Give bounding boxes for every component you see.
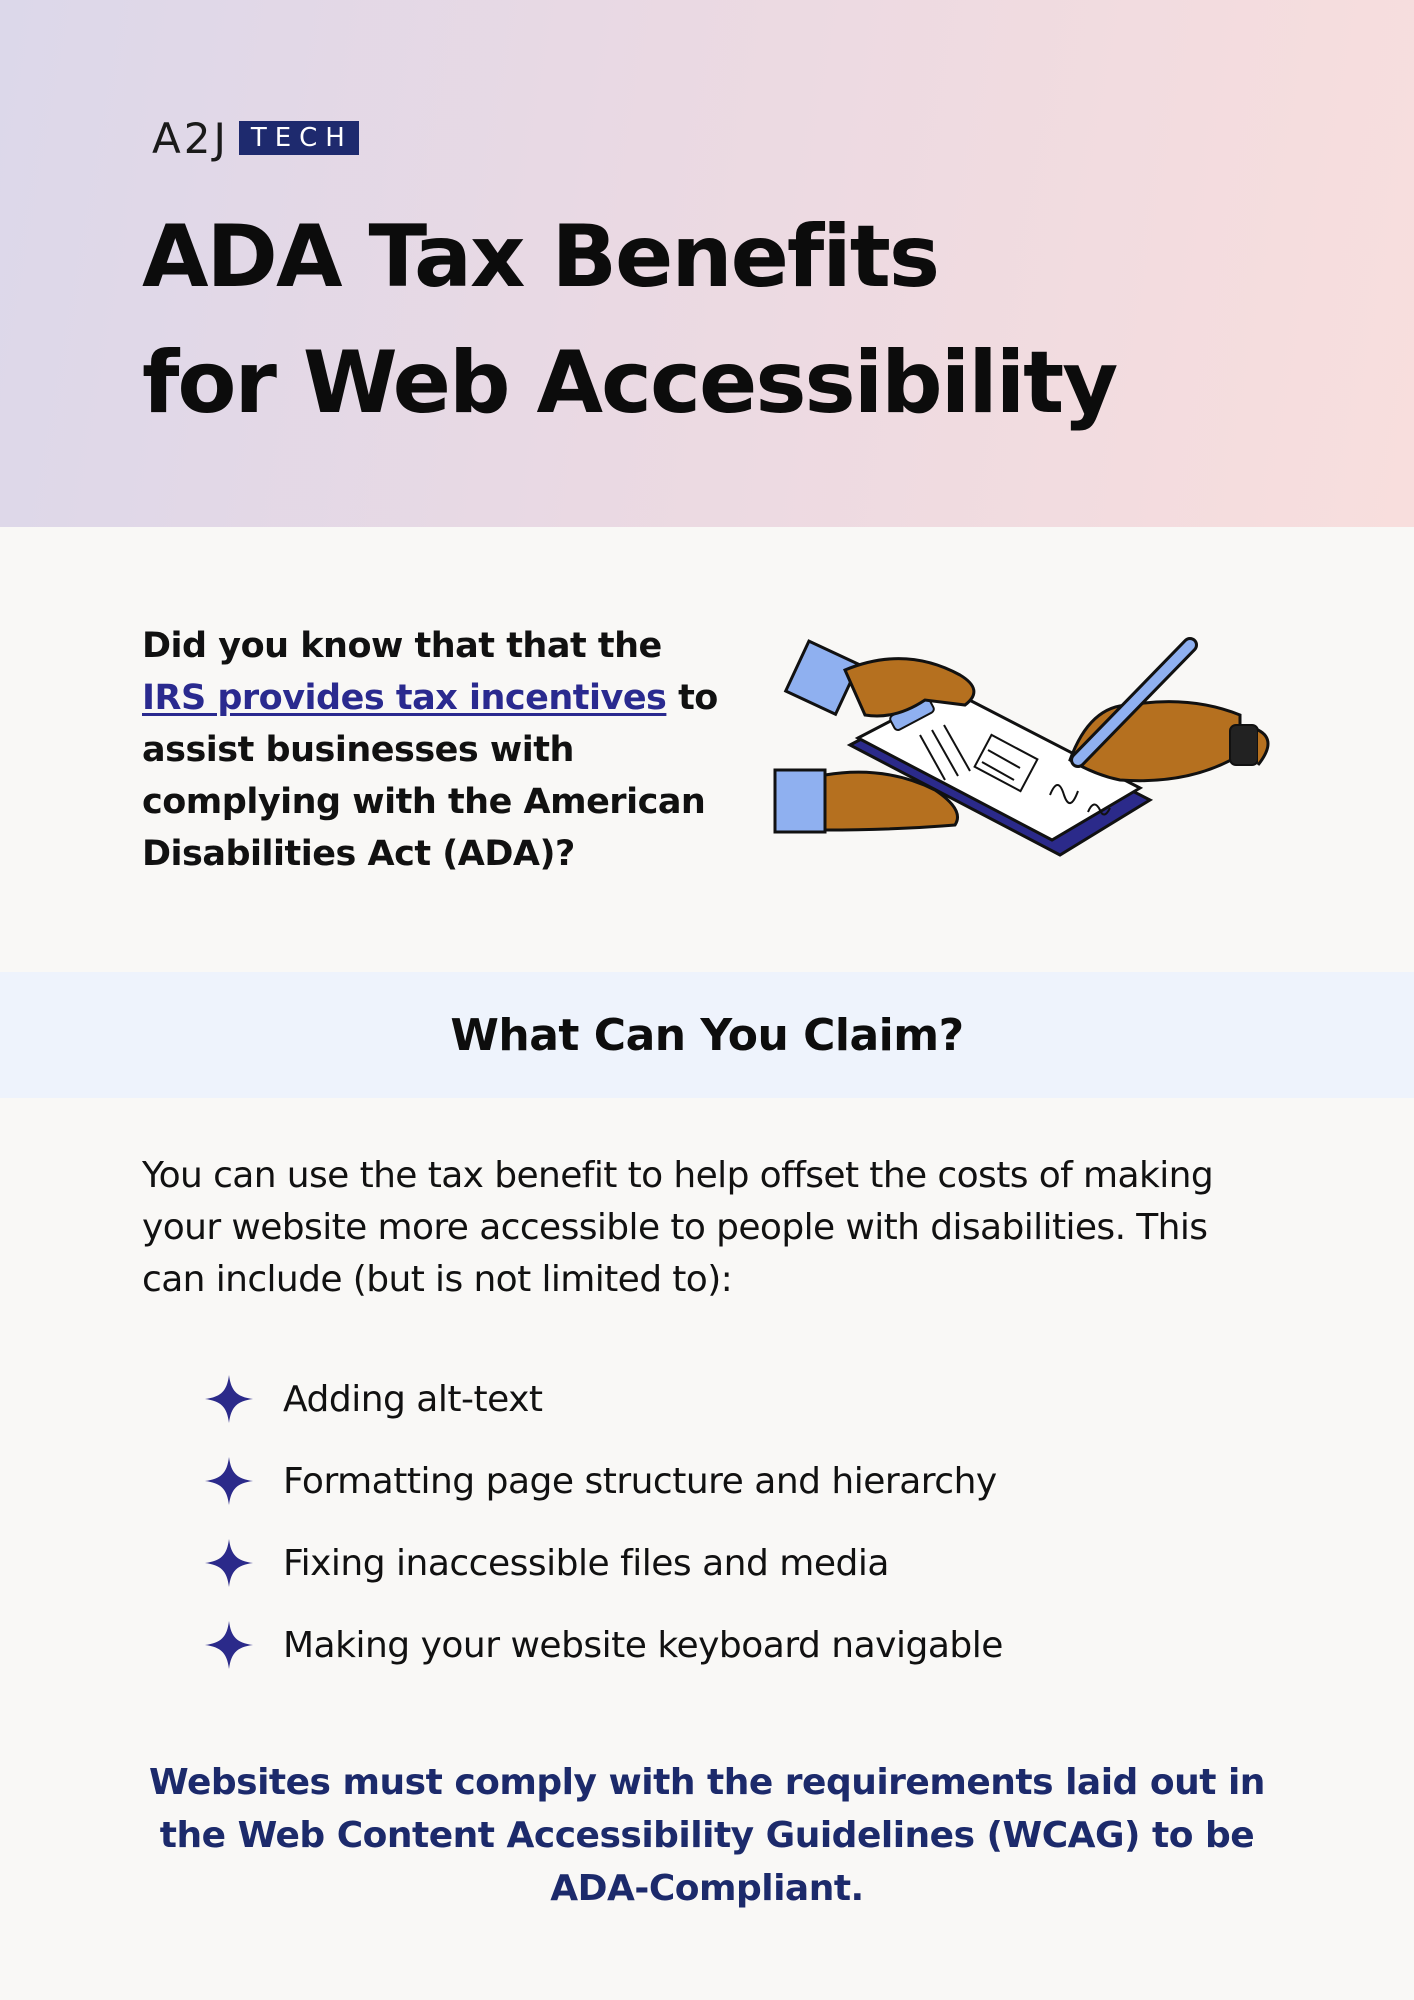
sparkle-icon — [205, 1621, 253, 1669]
sparkle-icon — [205, 1539, 253, 1587]
right-hand-with-pen — [1068, 637, 1270, 783]
list-item-label: Fixing inaccessible files and media — [283, 1542, 889, 1584]
page-title-line-1: ADA Tax Benefits — [142, 207, 940, 307]
claim-heading-band: What Can You Claim? — [0, 972, 1414, 1098]
claim-description: You can use the tax benefit to help offs… — [142, 1155, 1214, 1300]
logo-tag: TECH — [238, 121, 359, 155]
sparkle-icon — [205, 1457, 253, 1505]
page-title-line-2: for Web Accessibility — [142, 333, 1118, 433]
page-title: ADA Tax Benefits for Web Accessibility — [142, 194, 1118, 446]
list-item-label: Formatting page structure and hierarchy — [283, 1460, 997, 1502]
list-item: Formatting page structure and hierarchy — [205, 1440, 1003, 1522]
signing-document-illustration — [773, 637, 1270, 857]
wcag-compliance-note: Websites must comply with the requiremen… — [149, 1762, 1265, 1909]
list-item: Adding alt-text — [205, 1358, 1003, 1440]
logo-mark: A2J — [152, 113, 229, 163]
intro-text-before: Did you know that that the — [142, 626, 662, 666]
claim-heading: What Can You Claim? — [450, 1009, 964, 1061]
intro-text-after: to assist businesses with complying with… — [142, 678, 718, 874]
header-banner: A2J TECH ADA Tax Benefits for Web Access… — [0, 0, 1414, 527]
clipboard-icon — [846, 688, 1154, 857]
list-item: Fixing inaccessible files and media — [205, 1522, 1003, 1604]
intro-paragraph: Did you know that that the IRS provides … — [142, 620, 722, 880]
irs-tax-incentives-link[interactable]: IRS provides tax incentives — [142, 678, 667, 718]
left-hand-bottom — [773, 768, 959, 834]
list-item-label: Making your website keyboard navigable — [283, 1624, 1003, 1666]
list-item: Making your website keyboard navigable — [205, 1604, 1003, 1686]
sparkle-icon — [205, 1375, 253, 1423]
list-item-label: Adding alt-text — [283, 1378, 543, 1420]
left-hand-top — [783, 639, 976, 718]
claim-items-list: Adding alt-text Formatting page structur… — [205, 1358, 1003, 1686]
logo: A2J TECH — [152, 110, 359, 166]
